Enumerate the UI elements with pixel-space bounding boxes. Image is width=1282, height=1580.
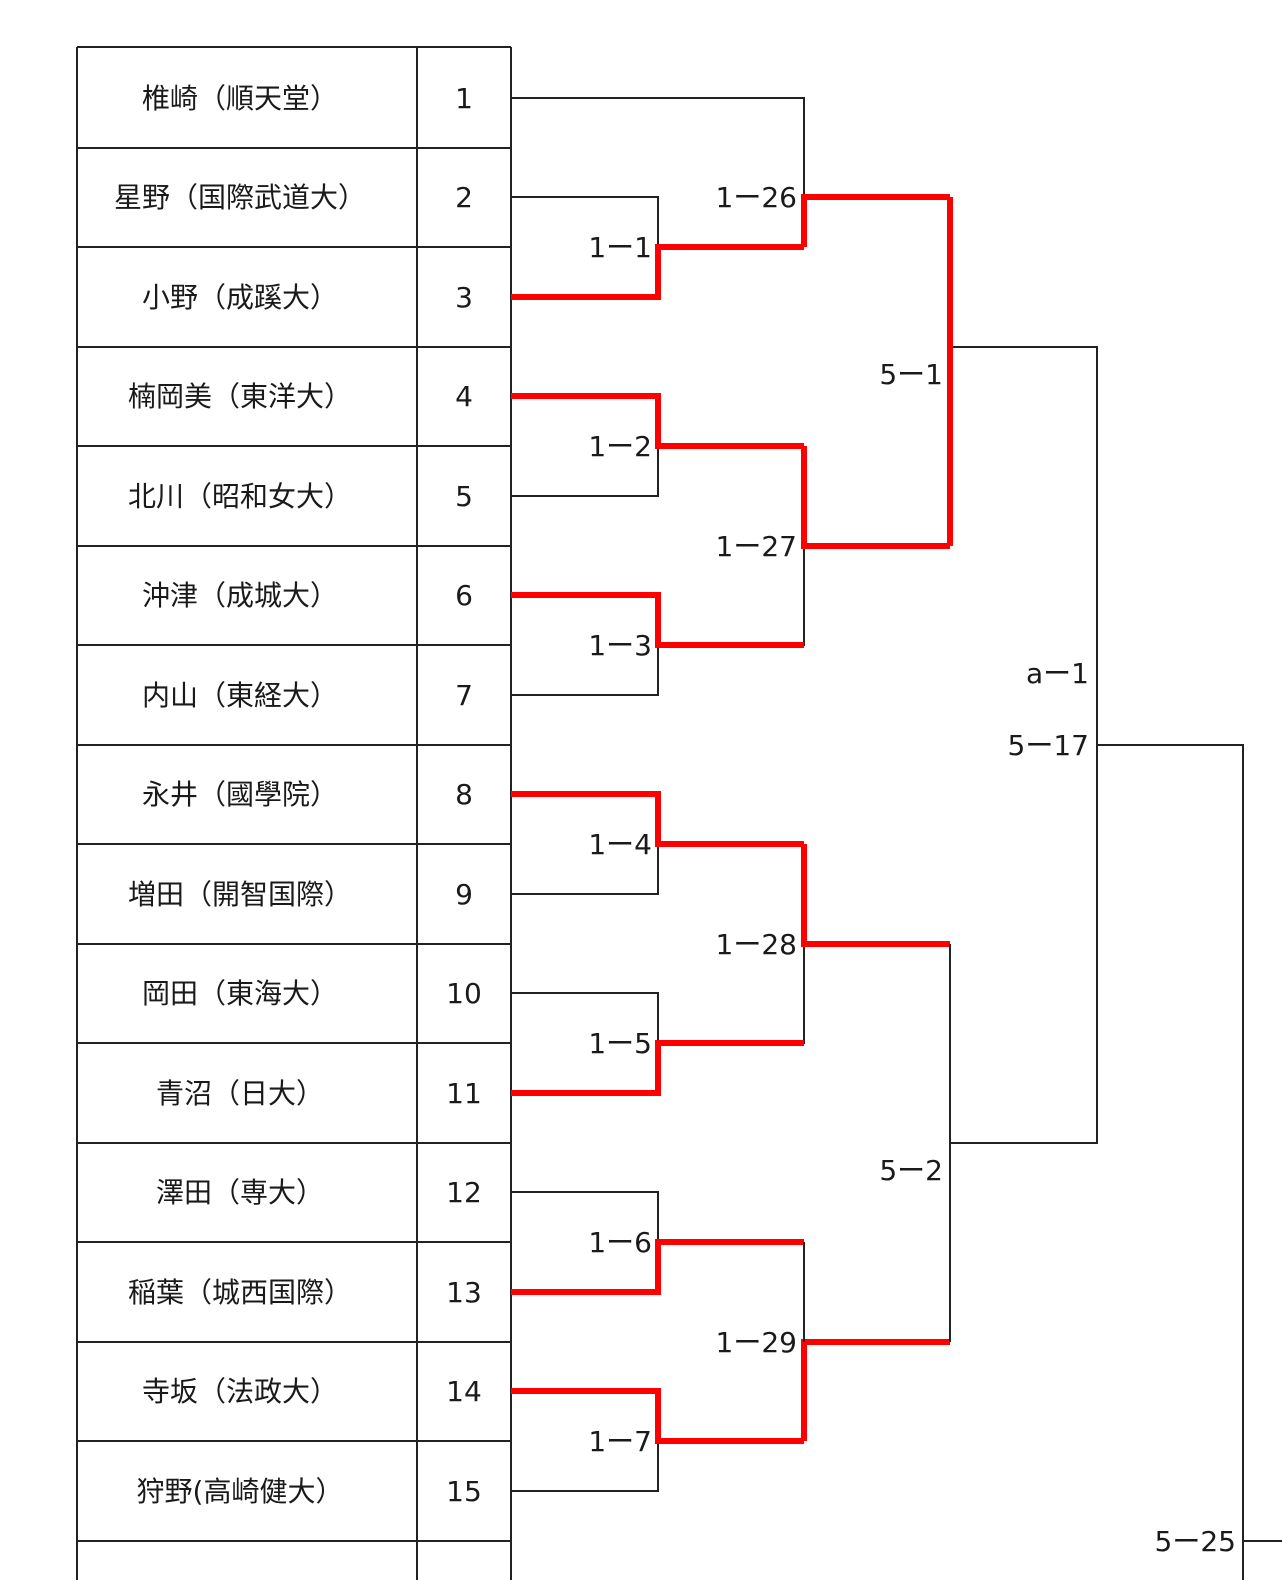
match-label: 1ー5: [588, 1027, 652, 1060]
seed-number: 11: [446, 1077, 482, 1110]
match-label: 1ー28: [716, 928, 797, 961]
player-name: 稲葉（城西国際）: [128, 1276, 352, 1309]
seed-number: 14: [446, 1375, 482, 1408]
match-label: 5ー2: [879, 1154, 943, 1187]
match-label: 1ー26: [716, 181, 797, 214]
player-name: 楠岡美（東洋大）: [128, 380, 352, 413]
match-label: 1ー1: [588, 231, 652, 264]
match-label: 5ー17: [1008, 729, 1089, 762]
player-name: 岡田（東海大）: [142, 977, 338, 1010]
seed-number: 3: [455, 281, 473, 314]
player-names: 椎崎（順天堂） 星野（国際武道大） 小野（成蹊大） 楠岡美（東洋大） 北川（昭和…: [114, 82, 366, 1508]
winner-paths: [511, 194, 953, 1444]
player-name: 小野（成蹊大）: [142, 281, 338, 314]
player-name: 増田（開智国際）: [128, 878, 352, 911]
seed-number: 2: [455, 181, 473, 214]
match-label: 1ー27: [716, 530, 797, 563]
match-labels: 1ー1 1ー2 1ー3 1ー4 1ー5 1ー6 1ー7 1ー26 1ー27 1ー…: [588, 181, 1236, 1558]
match-label: 1ー2: [588, 430, 652, 463]
player-table-grid: [76, 46, 512, 1580]
player-name: 内山（東経大）: [142, 679, 338, 712]
r3-lines: [803, 944, 951, 1342]
player-name: 沖津（成城大）: [142, 579, 338, 612]
seed-number: 5: [455, 480, 473, 513]
player-name: 北川（昭和女大）: [128, 480, 352, 513]
seed-number: 6: [455, 579, 473, 612]
player-name: 永井（國學院）: [142, 778, 338, 811]
match-label: 1ー4: [588, 828, 652, 861]
player-name: 狩野(高崎健大）: [137, 1475, 344, 1508]
player-name: 青沼（日大）: [156, 1077, 324, 1110]
seed-number: 15: [446, 1475, 482, 1508]
match-label: 1ー7: [588, 1425, 652, 1458]
seed-number: 1: [455, 82, 473, 115]
seed-numbers: 1 2 3 4 5 6 7 8 9 10 11 12 13 14 15: [446, 82, 482, 1508]
seed-number: 4: [455, 380, 473, 413]
player-name: 寺坂（法政大）: [142, 1375, 338, 1408]
player-name: 椎崎（順天堂）: [142, 82, 338, 115]
match-label: 1ー3: [588, 629, 652, 662]
seed-number: 8: [455, 778, 473, 811]
court-label: aー1: [1026, 657, 1089, 690]
seed-number: 7: [455, 679, 473, 712]
seed-number: 9: [455, 878, 473, 911]
match-label: 5ー1: [879, 358, 943, 391]
player-name: 澤田（専大）: [156, 1176, 324, 1209]
match-label: 5ー25: [1155, 1525, 1236, 1558]
seed-number: 13: [446, 1276, 482, 1309]
match-label: 1ー6: [588, 1226, 652, 1259]
bracket-lines: [511, 97, 1282, 1580]
seed-number: 12: [446, 1176, 482, 1209]
match-label: 1ー29: [716, 1326, 797, 1359]
player-name: 星野（国際武道大）: [114, 181, 366, 214]
seed-number: 10: [446, 977, 482, 1010]
